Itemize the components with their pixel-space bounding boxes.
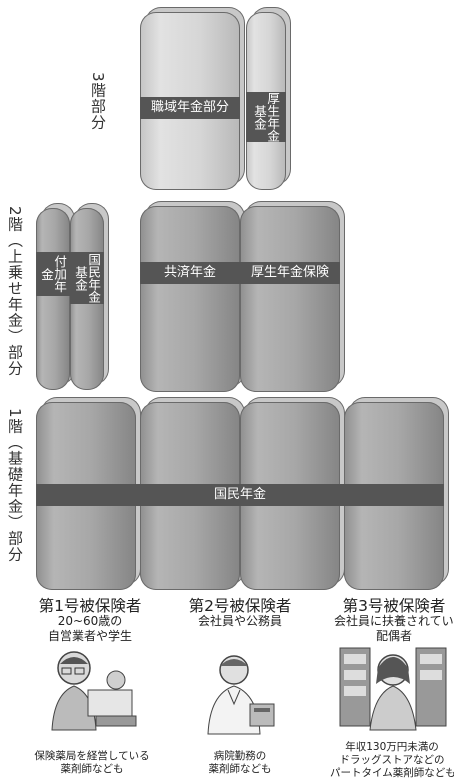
insured-2-sub: 会社員や公務員 <box>197 614 282 628</box>
fuka-pillar <box>36 208 70 390</box>
fuka-band: 付加年金 <box>36 252 70 296</box>
hospital-pharmacist-illustration <box>198 646 278 736</box>
insured-1-note: 保険薬局を経営している 薬剤師なども <box>34 750 150 775</box>
insured-1-title: 第1号被保険者 <box>38 597 142 615</box>
insured-3-note: 年収130万円未満の ドラッグストアなどの パートタイム薬剤師なども <box>330 741 454 779</box>
fuka-text: 付加年金 <box>39 255 68 293</box>
shokuiki-band: 職域年金部分 <box>140 97 240 119</box>
kosei-kikin-text: 厚生年金基金 <box>252 92 281 142</box>
kokumin-band: 国民年金 <box>36 484 444 506</box>
kokumin-kikin-text: 国民年金基金 <box>73 253 102 303</box>
insured-3-title: 第3号被保険者 <box>342 597 446 615</box>
insured-3-sub: 会社員に扶養されている 配偶者 <box>334 614 454 643</box>
kosei-kikin-band: 厚生年金基金 <box>246 92 286 142</box>
tier2-label: 2階（上乗せ年金）部分 <box>6 206 24 377</box>
insured-1-sub: 20~60歳の 自営業者や学生 <box>47 614 132 643</box>
kokumin-kikin-band: 国民年金基金 <box>70 252 104 304</box>
tier1-label: 1階（基礎年金）部分 <box>6 408 24 563</box>
parttime-pharmacist-illustration <box>338 642 448 732</box>
kosei-hoken-band: 厚生年金保険 <box>240 262 340 284</box>
pharmacist-owner-illustration <box>34 646 144 736</box>
insured-2-title: 第2号被保険者 <box>188 597 292 615</box>
insured-2-note: 病院勤務の 薬剤師なども <box>208 750 272 775</box>
tier3-label: 3階部分 <box>89 72 107 131</box>
kyosai-pillar <box>140 206 240 392</box>
kyosai-band: 共済年金 <box>140 262 240 284</box>
kosei-hoken-pillar <box>240 206 340 392</box>
